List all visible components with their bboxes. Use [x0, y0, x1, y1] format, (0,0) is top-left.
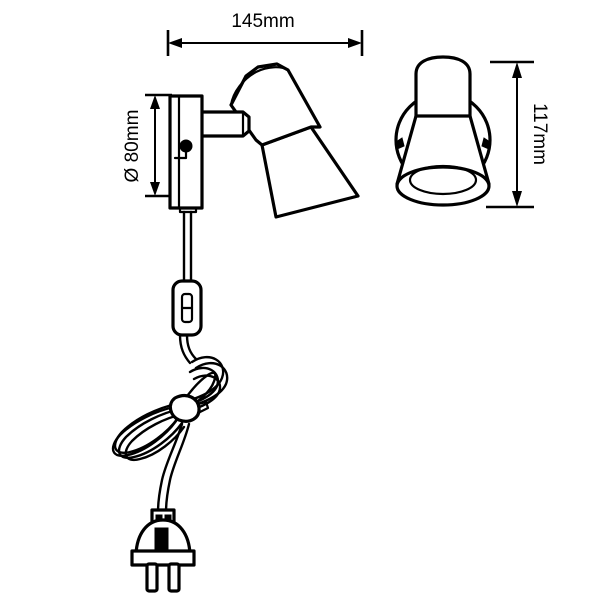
two-pin-europlug — [130, 508, 196, 593]
dimension-width-145mm: 145mm — [166, 11, 364, 56]
front-elevation-view — [394, 55, 492, 207]
backplate-knob-right-icon — [481, 137, 491, 150]
side-elevation-view — [111, 62, 360, 593]
coiled-power-cord — [111, 355, 229, 462]
front-shade-opening-outer — [395, 165, 491, 207]
dimension-width-arrow-right-icon — [348, 38, 362, 48]
lamp-head-cylinder — [229, 62, 322, 147]
plug-pin-right — [167, 562, 181, 593]
dimension-width-label: 145mm — [231, 11, 294, 32]
cord-below-switch-right — [185, 333, 198, 361]
cord-loop-l4 — [124, 412, 186, 462]
dimension-width-arrow-left-icon — [168, 38, 182, 48]
front-shade-opening-inner — [408, 164, 478, 196]
cord-loop-l3 — [111, 405, 178, 458]
plug-pin-left — [145, 562, 159, 593]
cord-to-plug-left — [156, 422, 184, 514]
cord-to-plug-right — [164, 422, 191, 514]
bracket-screw-knob-icon — [179, 139, 193, 153]
cord-strain-relief — [178, 206, 198, 214]
dimension-height-arrow-top-icon — [512, 62, 522, 78]
lamp-head-rim — [229, 66, 290, 107]
dimension-diameter-label: Ø 80mm — [122, 110, 143, 183]
cord-tie-band — [168, 394, 201, 423]
adjustable-arm — [194, 110, 251, 138]
dimension-diameter-arrow-top-icon — [150, 95, 160, 109]
dimension-height-117mm: 117mm — [486, 60, 550, 209]
bracket-screw-stem — [173, 150, 188, 160]
cord-below-switch-left — [178, 333, 192, 365]
dimension-diameter-arrow-bottom-icon — [150, 182, 160, 196]
dimension-height-label: 117mm — [529, 103, 550, 165]
dimension-height-arrow-bottom-icon — [512, 191, 522, 207]
backplate-knob-left-icon — [395, 137, 405, 150]
cord-loop-l2 — [117, 407, 184, 460]
cord-tie-tail — [196, 400, 210, 414]
front-lamp-head-cylinder — [414, 55, 472, 126]
shade-head-junction — [260, 125, 313, 147]
plug-base-flange — [130, 549, 196, 567]
dimension-diameter-80mm: Ø 80mm — [122, 93, 172, 198]
